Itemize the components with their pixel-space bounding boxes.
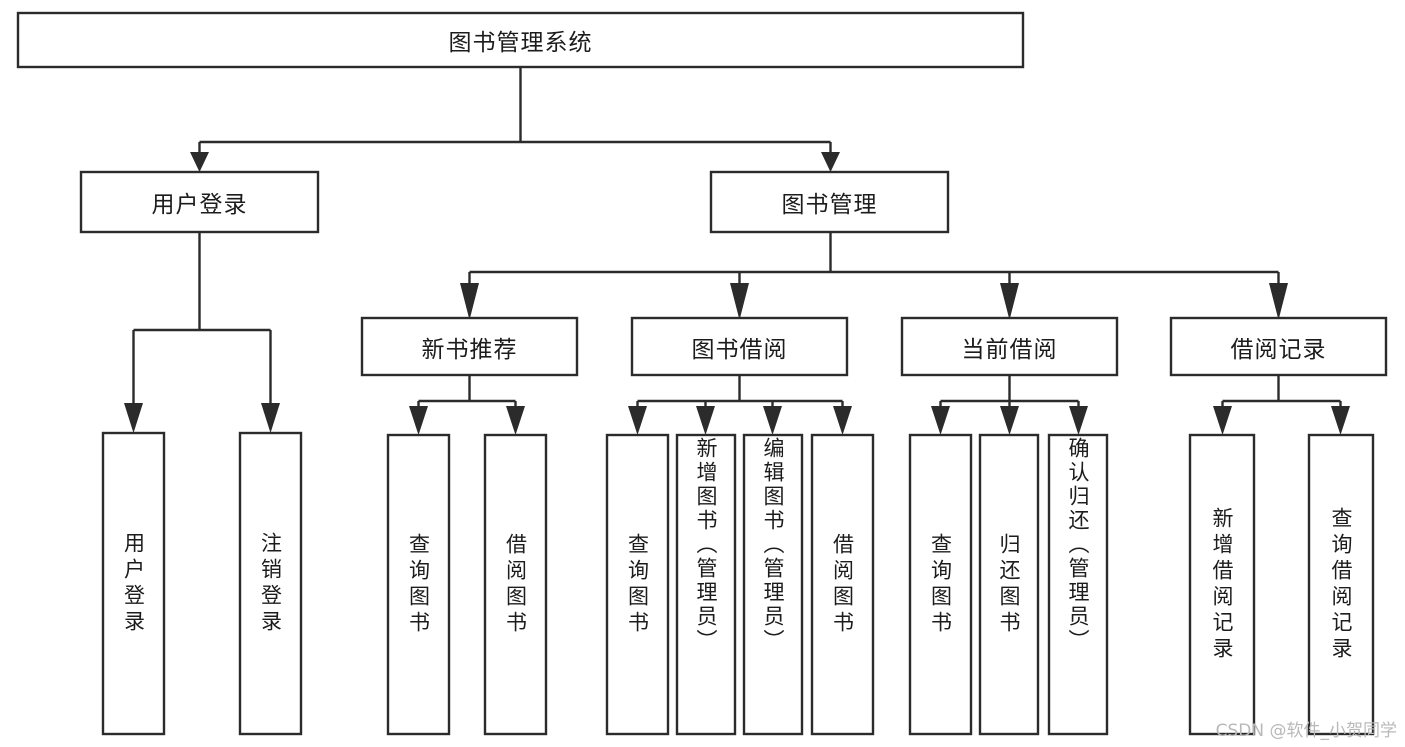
arrowhead-to-newbook [460, 283, 479, 320]
arrowhead-to-current [1000, 283, 1019, 320]
node-leaf-query-book-2[interactable] [605, 433, 670, 736]
node-bookmgmt[interactable] [709, 170, 950, 234]
arrowhead-to-leaf-return-book [1000, 406, 1019, 435]
node-leaf-borrow-book-2[interactable] [810, 433, 875, 736]
arrowhead-to-borrow [730, 283, 749, 320]
arrowhead-to-leaf-query-book-2 [628, 406, 647, 435]
arrowhead-group [124, 152, 1350, 435]
node-leaf-add-record[interactable] [1188, 433, 1256, 736]
node-leaf-return-book[interactable] [978, 433, 1040, 736]
arrowhead-to-leaf-confirm-return [1069, 406, 1088, 435]
node-leaf-query-book-3[interactable] [908, 433, 973, 736]
arrowhead-to-leaf-user-login [124, 403, 143, 433]
node-current[interactable] [900, 316, 1119, 377]
node-leaf-query-book-1[interactable] [386, 433, 451, 736]
node-borrow[interactable] [630, 316, 849, 377]
arrowhead-to-bookmgmt [821, 152, 840, 172]
node-records[interactable] [1169, 316, 1388, 377]
arrowhead-to-leaf-query-book-3 [931, 406, 950, 435]
node-newbook[interactable] [360, 316, 579, 377]
node-leaf-confirm-return[interactable] [1047, 433, 1109, 736]
arrowhead-to-login [190, 152, 209, 172]
node-login[interactable] [79, 170, 320, 234]
arrowhead-to-leaf-borrow-book-2 [833, 406, 852, 435]
node-root[interactable] [16, 11, 1025, 69]
arrowhead-to-leaf-query-book-1 [409, 406, 428, 435]
node-leaf-add-book[interactable] [675, 433, 737, 736]
node-leaf-user-login[interactable] [101, 431, 166, 736]
node-leaf-edit-book[interactable] [742, 433, 804, 736]
arrowhead-to-records [1269, 283, 1288, 320]
node-leaf-query-record[interactable] [1307, 433, 1375, 736]
arrowhead-to-leaf-query-record [1331, 406, 1350, 435]
node-leaf-borrow-book-1[interactable] [483, 433, 548, 736]
arrowhead-to-leaf-add-record [1213, 406, 1232, 435]
arrowhead-to-leaf-edit-book [763, 406, 782, 435]
arrowhead-to-leaf-add-book [696, 406, 715, 435]
node-box-group [16, 11, 1388, 736]
arrowhead-to-leaf-borrow-book-1 [506, 406, 525, 435]
node-leaf-user-logout[interactable] [238, 431, 303, 736]
arrowhead-to-leaf-user-logout [261, 403, 280, 433]
